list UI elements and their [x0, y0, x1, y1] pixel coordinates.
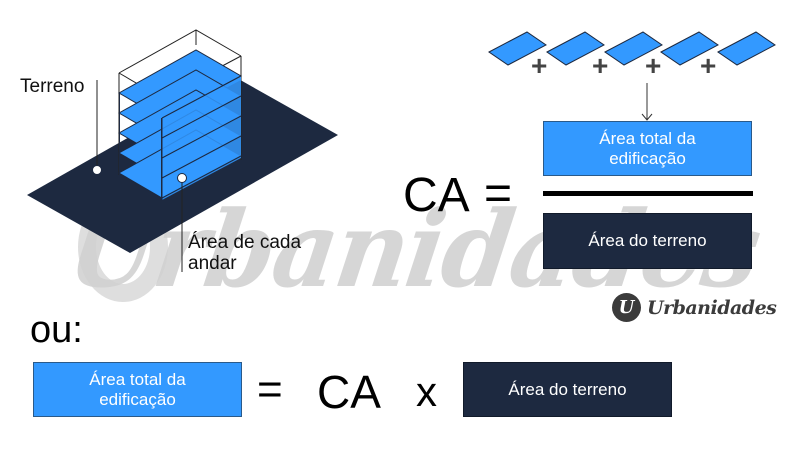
floor-tile	[717, 31, 776, 66]
floor-callout-dot	[177, 173, 187, 183]
brand-logo: U Urbanidades	[612, 293, 777, 322]
arrow-head	[641, 113, 653, 121]
numerator-box: Área total da edificação	[543, 121, 752, 176]
total-area-line1: Área total da	[89, 369, 186, 389]
terrain-label: Terreno	[20, 76, 85, 97]
formula2-times: x	[416, 368, 437, 415]
denominator-text: Área do terreno	[588, 231, 707, 250]
plus-sign: +	[531, 50, 548, 81]
formula1-equals: =	[484, 167, 513, 220]
floor-tile	[604, 31, 663, 66]
floor-tile	[660, 31, 719, 66]
floor-slabs	[117, 49, 243, 200]
numerator-line1: Área total da	[599, 128, 696, 148]
formula2-equals: =	[257, 365, 283, 414]
terrain-area-text: Área do terreno	[508, 379, 627, 399]
total-area-line2: edificação	[99, 389, 176, 409]
logo-badge-icon: U	[612, 293, 641, 322]
logo-text: Urbanidades	[647, 296, 777, 319]
floor-area-label: Área de cada andar	[188, 232, 301, 274]
plus-sign: +	[700, 50, 717, 81]
total-area-box: Área total da edificação	[33, 362, 242, 417]
fraction-bar	[543, 191, 753, 196]
numerator-line2: edificação	[609, 148, 686, 168]
formula2-ca: CA	[317, 366, 381, 418]
terrain-callout-dot	[92, 165, 102, 175]
plus-sign: +	[592, 50, 609, 81]
terrain-area-box: Área do terreno	[463, 362, 672, 417]
plus-sign: +	[645, 50, 662, 81]
denominator-box: Área do terreno	[543, 213, 752, 269]
alternative-label: ou:	[30, 309, 83, 351]
formula1-ca: CA	[403, 169, 470, 222]
floor-area-label-line2: andar	[188, 253, 237, 274]
floor-tile	[546, 31, 605, 66]
floor-area-label-line1: Área de cada	[188, 232, 302, 253]
floor-tile	[488, 31, 547, 66]
floor-tiles-sum	[488, 31, 776, 66]
